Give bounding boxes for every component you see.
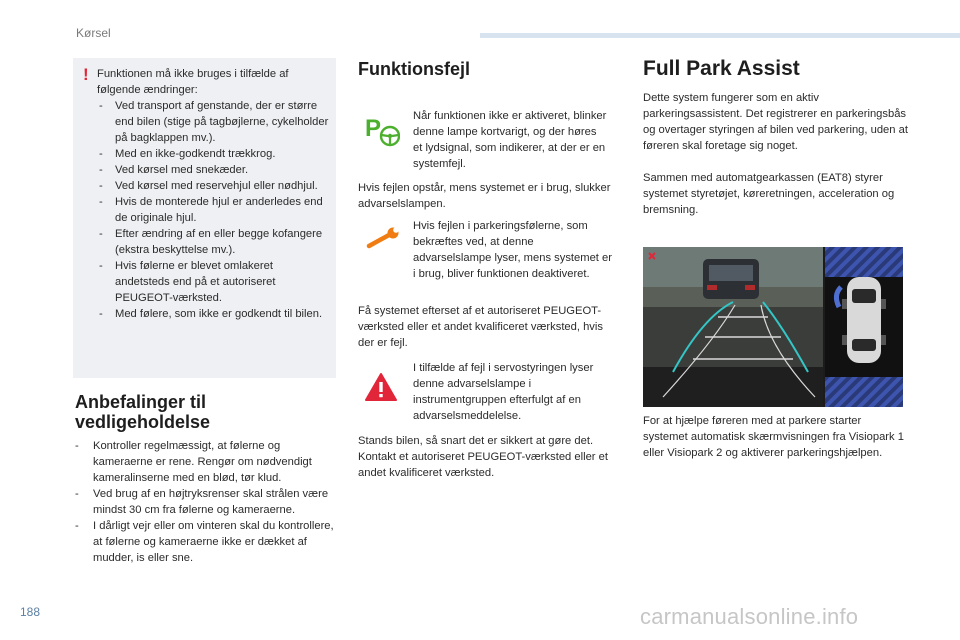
funktionsfejl-p3: Hvis fejlen i parkeringsfølerne, som bek… — [413, 220, 612, 280]
list-item: Kontroller regelmæssigt, at følerne og k… — [75, 438, 337, 486]
anbefalinger-list: Kontroller regelmæssigt, at følerne og k… — [75, 438, 337, 566]
list-item: Ved kørsel med snekæder. — [97, 162, 329, 178]
list-item: Med en ikke-godkendt trækkrog. — [97, 146, 329, 162]
heading-full-park-assist: Full Park Assist — [643, 57, 800, 80]
list-item: Ved transport af genstande, der er størr… — [97, 98, 329, 146]
wrench-icon — [366, 227, 399, 249]
fullpark-p3: For at hjælpe føreren med at parkere sta… — [643, 415, 904, 459]
list-item: Hvis følerne er blevet omlakeret andetst… — [97, 258, 329, 306]
fullpark-p1: Dette system fungerer som en aktiv parke… — [643, 92, 908, 152]
warning-text: Funktionen må ikke bruges i tilfælde af … — [97, 66, 329, 322]
list-item: Hvis de monterede hjul er anderledes end… — [97, 194, 329, 226]
header-bar — [480, 33, 960, 38]
page-number: 188 — [20, 605, 41, 619]
list-item: Ved kørsel med reservehjul eller nødhjul… — [97, 178, 329, 194]
section-label: Kørsel — [76, 26, 111, 40]
funktionsfejl-p1: Når funktionen ikke er aktiveret, blinke… — [413, 110, 607, 170]
svg-text:P: P — [365, 115, 381, 142]
watermark: carmanualsonline.info — [640, 604, 859, 629]
list-item: Med følere, som ikke er godkendt til bil… — [97, 306, 329, 322]
heading-funktionsfejl: Funktionsfejl — [358, 59, 470, 79]
funktionsfejl-p5: I tilfælde af fejl i servostyringen lyse… — [413, 362, 594, 422]
park-assist-steering-icon: P — [365, 115, 400, 147]
list-item: Ved brug af en højtryksrenser skal strål… — [75, 486, 337, 518]
fullpark-p2: Sammen med automatgearkassen (EAT8) styr… — [643, 172, 895, 216]
list-item: Efter ændring af en eller begge kofanger… — [97, 226, 329, 258]
warning-list: Ved transport af genstande, der er størr… — [97, 98, 329, 322]
heading-anbefalinger: Anbefalinger til vedligeholdelse — [75, 392, 211, 432]
funktionsfejl-p2: Hvis fejlen opstår, mens systemet er i b… — [358, 182, 611, 210]
warning-box: ! Funktionen må ikke bruges i tilfælde a… — [73, 58, 336, 378]
exclamation-icon: ! — [83, 65, 89, 84]
warning-intro: Funktionen må ikke bruges i tilfælde af … — [97, 68, 289, 96]
list-item: I dårligt vejr eller om vinteren skal du… — [75, 518, 337, 566]
funktionsfejl-p6: Stands bilen, så snart det er sikkert at… — [358, 435, 608, 479]
warning-triangle-icon — [365, 373, 397, 401]
funktionsfejl-p4: Få systemet efterset af et autoriseret P… — [358, 305, 603, 349]
rear-camera-display-image — [643, 247, 903, 407]
